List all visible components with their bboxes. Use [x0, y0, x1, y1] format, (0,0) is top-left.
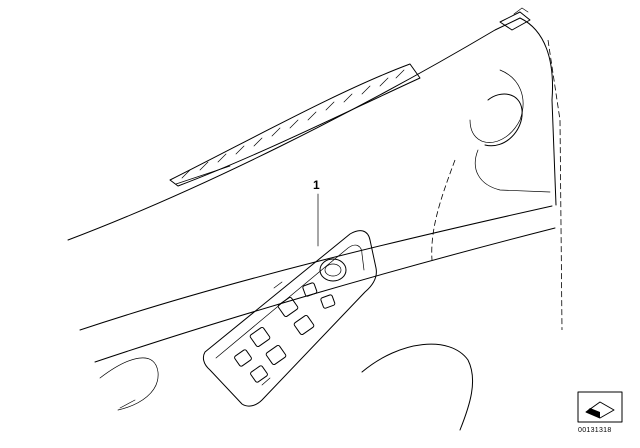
part-number: 00131318 — [578, 427, 612, 434]
door-trim — [67, 7, 563, 431]
callout-label-1: 1 — [313, 178, 320, 192]
switch-panel — [202, 230, 377, 407]
air-vent — [169, 63, 421, 187]
sheet-corner-icon — [577, 391, 623, 423]
